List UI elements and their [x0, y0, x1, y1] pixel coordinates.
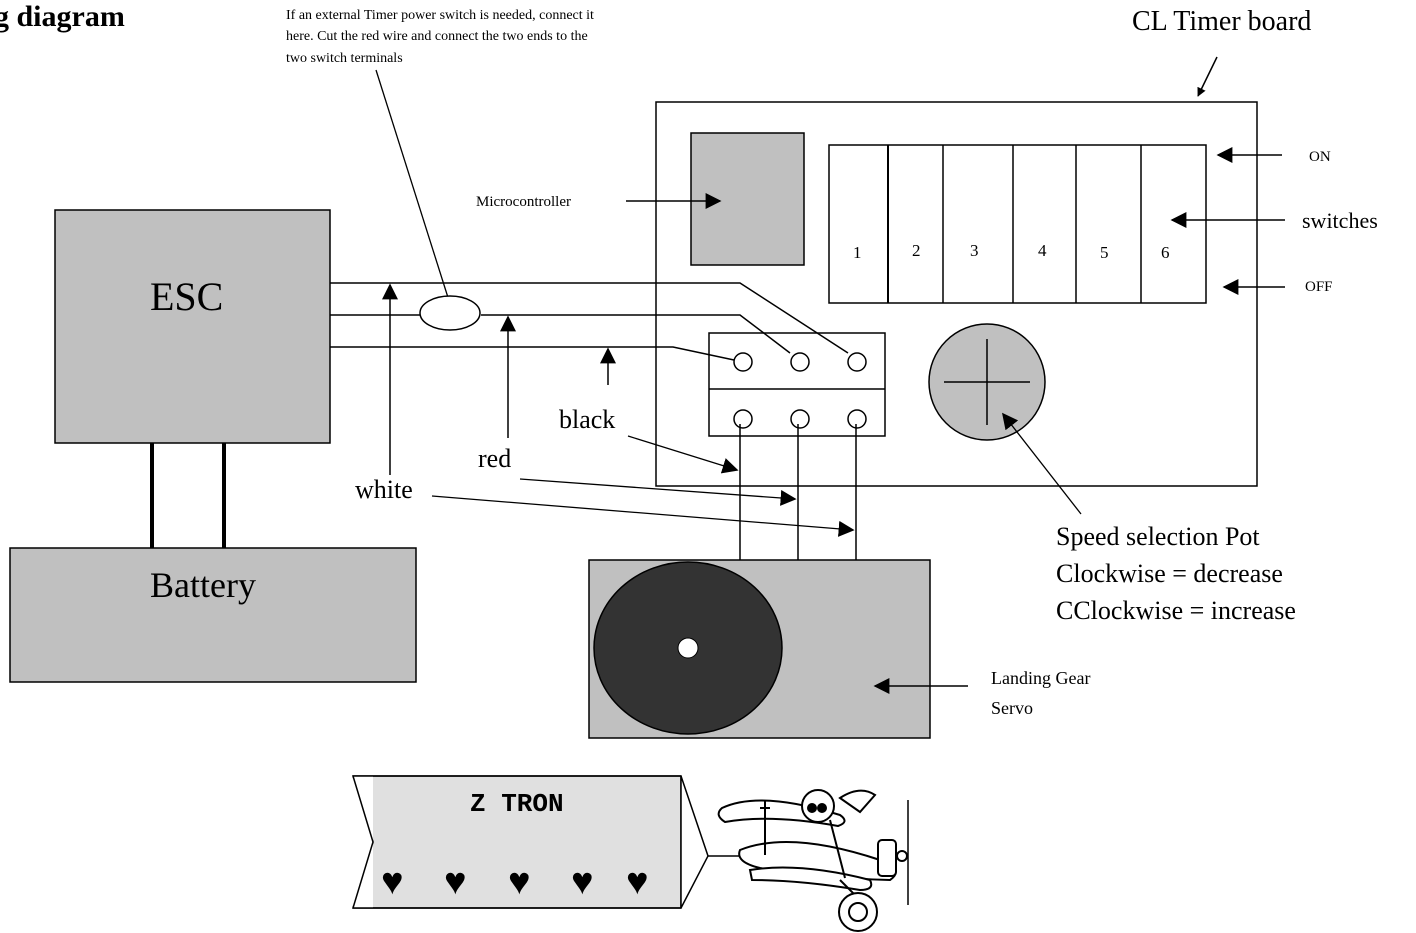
biplane-engine [877, 839, 897, 877]
biplane-wheel-hub [848, 902, 868, 922]
banner-end-fold [680, 775, 709, 909]
biplane-spinner [896, 850, 908, 862]
black-servo-pointer [627, 435, 739, 474]
switch-number-3: 3 [970, 241, 979, 260]
note-line-2: here. Cut the red wire and connect the t… [286, 29, 588, 44]
biplane-icon [717, 789, 909, 932]
esc-label: ESC [150, 274, 223, 319]
white-wire [330, 282, 849, 354]
microcontroller-label: Microcontroller [476, 194, 571, 210]
pot-pointer-line [1002, 412, 1082, 515]
off-label: OFF [1305, 279, 1333, 295]
servo-label-line-1: Landing Gear [991, 668, 1090, 688]
battery-box [9, 547, 417, 683]
red-wire-label: red [478, 444, 511, 473]
biplane-lower-wing [748, 866, 873, 892]
board-label-arrow [1197, 56, 1218, 97]
input-pin-3 [847, 352, 867, 372]
switch-number-5: 5 [1100, 243, 1109, 262]
speed-pot [928, 323, 1046, 441]
output-pin-3 [847, 409, 867, 429]
output-pin-1 [733, 409, 753, 429]
note-line-3: two switch terminals [286, 51, 403, 66]
note-line-1: If an external Timer power switch is nee… [286, 8, 594, 23]
banner-text: Z TRON [470, 789, 564, 819]
switch-number-1: 1 [853, 243, 862, 262]
white-wire-label: white [355, 475, 413, 504]
switch-number-2: 2 [912, 241, 921, 260]
input-pin-1 [733, 352, 753, 372]
banner-notch-edge [352, 775, 374, 909]
note-pointer-line [375, 69, 453, 308]
output-pin-2 [790, 409, 810, 429]
servo-label-mask [985, 718, 1065, 732]
esc-box [54, 209, 331, 444]
microcontroller-chip [690, 132, 805, 266]
biplane-strut [829, 819, 846, 879]
servo-hub [677, 637, 699, 659]
on-label: ON [1309, 149, 1331, 165]
servo-wires [739, 424, 857, 560]
switch-number-6: 6 [1161, 243, 1170, 262]
timer-board-label: CL Timer board [1132, 6, 1311, 37]
dip-switch-block: 1 2 3 4 5 6 [828, 144, 1207, 304]
banner-notch-bg [353, 776, 373, 908]
pot-description: Speed selection Pot Clockwise = decrease… [1056, 522, 1296, 625]
pot-line-2: Clockwise = decrease [1056, 559, 1283, 588]
white-servo-pointer [431, 495, 855, 537]
pilot-goggle [807, 803, 817, 813]
pot-line-1: Speed selection Pot [1056, 522, 1260, 551]
pilot-goggle [817, 803, 827, 813]
pot-line-3: CClockwise = increase [1056, 596, 1296, 625]
esc-wires [330, 282, 849, 361]
battery-label: Battery [150, 565, 256, 605]
banner-heart: ♥ [444, 861, 467, 903]
diagram-title: g diagram [0, 0, 125, 33]
servo-label-line-2: Servo [991, 698, 1033, 718]
z-tron-banner: Z TRON ♥ ♥ ♥ ♥ ♥ [351, 775, 740, 909]
black-wire-label: black [559, 405, 615, 434]
red-wire-segment-b [481, 314, 791, 354]
switches-label: switches [1302, 208, 1378, 233]
input-pin-2 [790, 352, 810, 372]
biplane-cowl [838, 789, 877, 814]
switch-number-4: 4 [1038, 241, 1047, 260]
external-switch-note: If an external Timer power switch is nee… [286, 8, 594, 66]
black-wire [330, 346, 735, 361]
banner-heart: ♥ [626, 861, 649, 903]
banner-heart: ♥ [571, 861, 594, 903]
connector-block [708, 332, 886, 437]
banner-heart: ♥ [381, 861, 404, 903]
red-servo-pointer [519, 478, 797, 506]
banner-heart: ♥ [508, 861, 531, 903]
dip-switch-outline [828, 144, 1207, 304]
red-wire-cut-ellipse [419, 295, 481, 331]
